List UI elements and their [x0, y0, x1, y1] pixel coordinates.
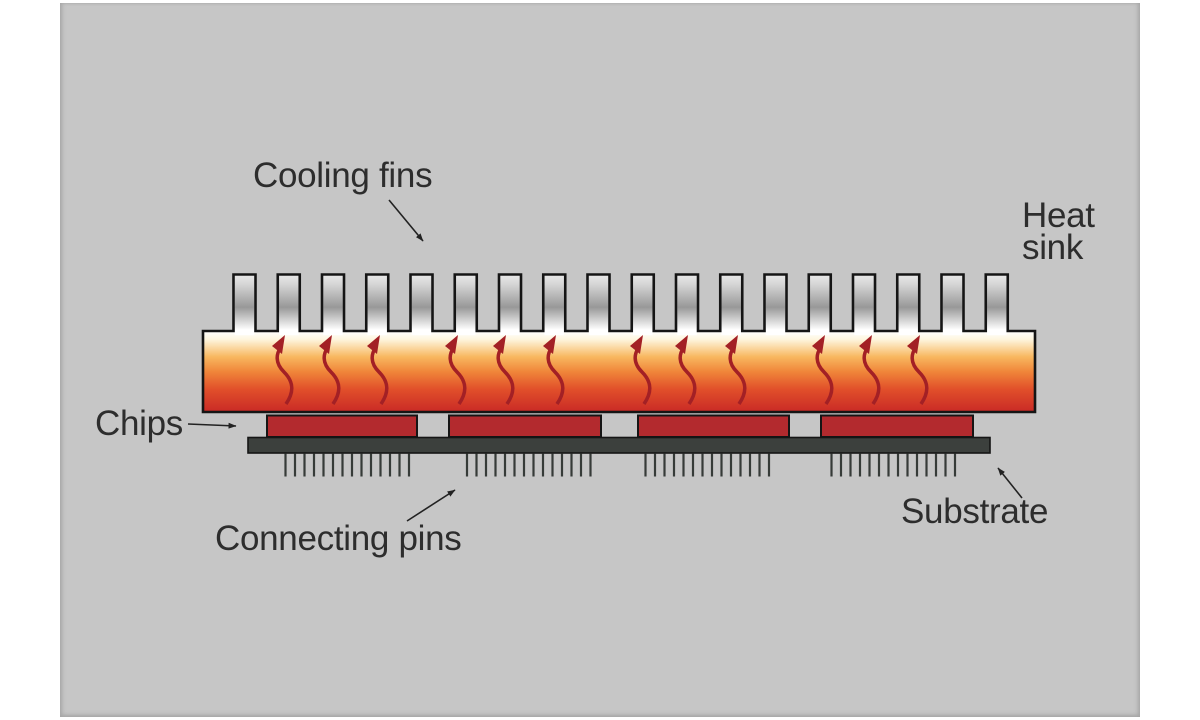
pin-group: [284, 453, 411, 477]
pin-group: [465, 453, 592, 477]
heat-flow-arrow: [630, 335, 652, 406]
chip: [448, 414, 602, 438]
heat-flow-arrow: [675, 335, 697, 406]
chip: [637, 414, 790, 438]
label-heat-sink: Heat sink: [1022, 196, 1095, 268]
pin-group: [830, 453, 957, 477]
chip: [820, 414, 974, 438]
pin-group: [644, 453, 771, 477]
cooling-fins-arrow: [388, 199, 424, 242]
heat-flow-arrow: [319, 335, 341, 406]
label-cooling-fins: Cooling fins: [253, 156, 433, 195]
heat-flow-arrow: [493, 335, 515, 406]
label-heat-sink-line1: Heat: [1022, 196, 1095, 235]
cooling-fin: [234, 275, 255, 336]
cooling-fin: [367, 275, 388, 336]
connecting-pins-arrow: [406, 489, 456, 522]
label-heat-sink-line2: sink: [1022, 228, 1084, 268]
cooling-fin: [588, 275, 609, 336]
cooling-fin: [765, 275, 786, 336]
heat-flow-arrow: [859, 335, 881, 406]
cooling-fin: [677, 275, 697, 336]
heat-flow-arrow: [445, 335, 467, 406]
cooling-fin: [411, 275, 432, 336]
cooling-fin: [898, 275, 919, 336]
cooling-fin: [854, 275, 874, 336]
cooling-fin: [721, 275, 742, 336]
cooling-fin: [544, 275, 565, 336]
heat-flow-arrow: [907, 335, 929, 406]
cooling-fin: [942, 275, 963, 336]
cooling-fin: [500, 275, 520, 336]
heat-flow-arrow: [812, 335, 834, 406]
chips-arrow: [187, 422, 237, 429]
heat-flow-arrow: [725, 335, 747, 406]
substrate-bar: [247, 436, 991, 454]
cooling-fin: [278, 275, 299, 336]
heatsink-outline: [201, 273, 1037, 414]
cooling-fin: [323, 275, 343, 336]
cooling-fin: [986, 275, 1007, 336]
heat-flow-arrow: [543, 335, 565, 406]
cooling-fin: [632, 275, 653, 336]
label-substrate: Substrate: [901, 492, 1049, 531]
substrate-arrow: [997, 467, 1023, 499]
heat-flow-arrow: [272, 335, 294, 406]
cooling-fin: [455, 275, 476, 336]
chip: [266, 414, 418, 438]
heat-flow-arrow: [367, 335, 389, 406]
label-connecting-pins: Connecting pins: [215, 519, 462, 558]
label-chips: Chips: [95, 404, 183, 443]
cooling-fin: [809, 275, 830, 336]
